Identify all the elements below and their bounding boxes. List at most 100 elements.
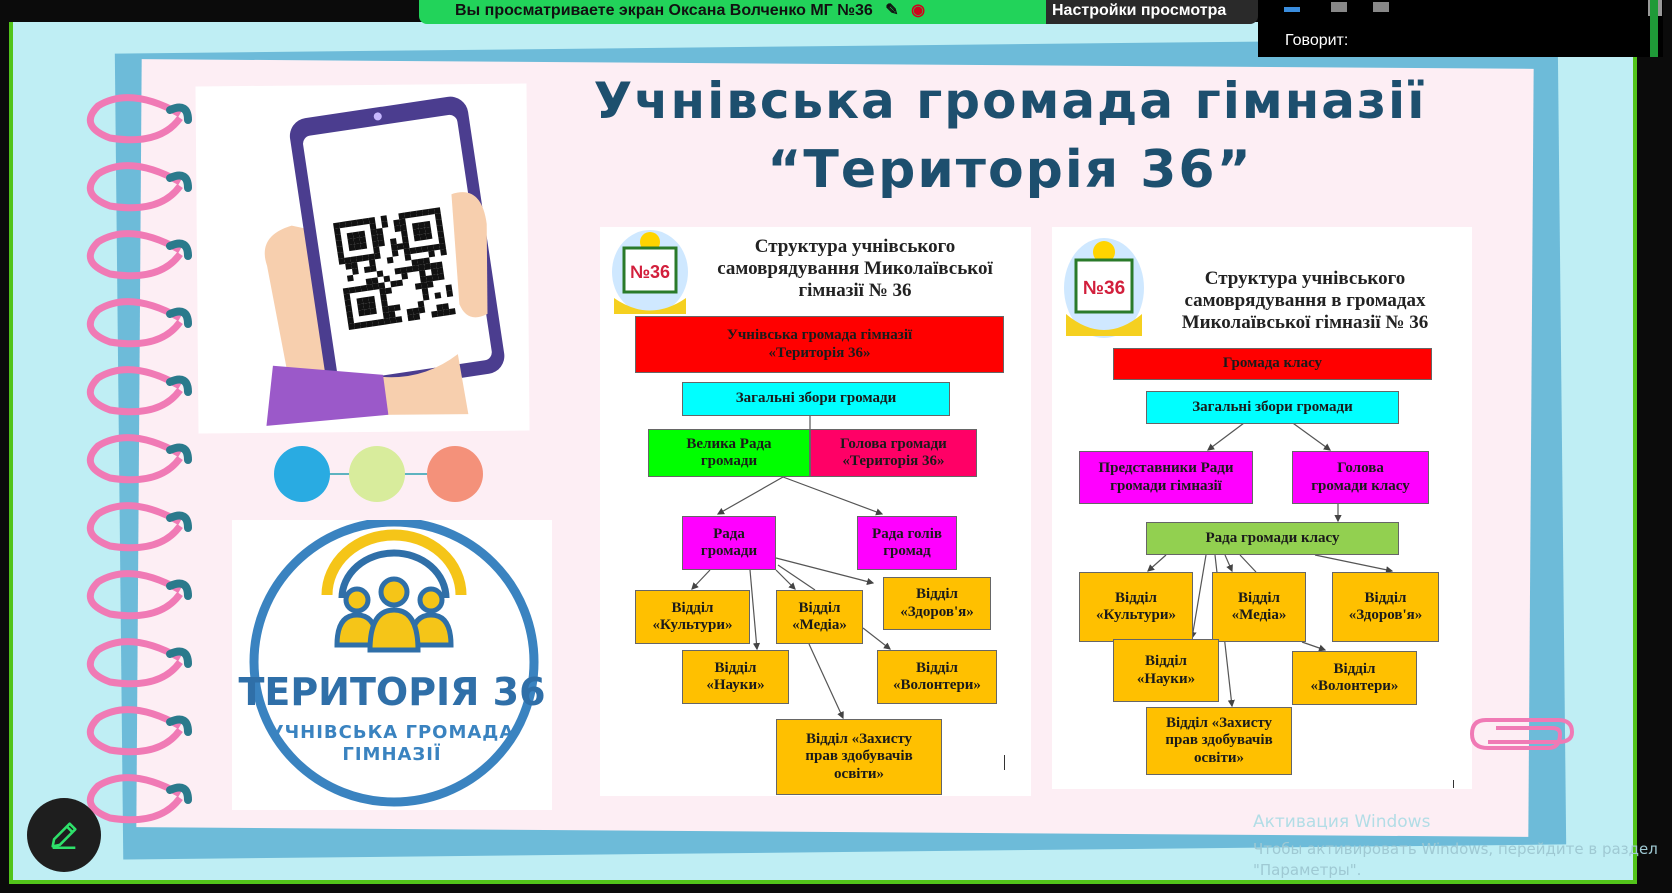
org-connector-arrow [1189,554,1207,640]
view-mode-list-icon[interactable] [1373,2,1389,12]
org-box-dept-science: Відділ «Науки» [1113,639,1219,702]
org-box-dept-culture: Відділ «Культури» [1079,572,1193,642]
chart1-title: Структура учнівського самоврядування Мик… [717,236,993,301]
org-box-general-assembly: Загальні збори громади [1146,391,1399,424]
spiral-ring-hole [166,647,192,668]
territory-logo-emblem [249,517,539,807]
org-connector-arrow [749,569,761,651]
record-icon: ◉ [911,2,926,19]
spiral-ring [86,298,183,348]
annotate-pen-button[interactable] [27,798,101,872]
spiral-ring [86,162,183,212]
hand-phone-qr-illustration [264,96,505,426]
view-mode-speaker-icon[interactable] [1284,7,1300,12]
screen-share-banner: Вы просматриваете экран Оксана Волченко … [419,0,1046,24]
org-box-general-assembly: Загальні збори громади [682,382,950,416]
dot-blue [274,446,330,502]
spiral-ring-hole [166,307,192,328]
svg-text:№36: №36 [1083,278,1125,299]
org-box-council-of-heads: Рада голів громад [857,516,957,570]
org-connector-arrow [777,564,816,591]
spiral-ring [86,502,183,552]
spiral-ring [86,94,183,144]
org-connector-arrow [775,557,875,585]
org-connector-arrow [716,476,784,515]
slide-title-line2: “Територія 36” [767,140,1253,200]
windows-activation-line2: "Параметры". [1253,861,1362,879]
slide-title-line1: Учнівська громада гімназії [593,72,1427,130]
viewing-text: Вы просматриваете экран Оксана Волченко … [455,2,873,19]
spiral-ring [86,434,183,484]
spiral-ring [86,230,183,280]
spiral-ring [86,774,183,824]
org-box-community-head: Голова громади «Територія 36» [810,429,977,477]
paperclip-icon [1469,718,1575,750]
spiral-ring-hole [166,511,192,532]
pen-icon [51,822,77,850]
territory-logo-panel [232,517,552,810]
school-emblem-icon: №36 [612,230,688,314]
org-connector-arrow [1239,554,1257,573]
qr-phone-panel [195,83,530,434]
org-connector-arrow [1147,554,1167,572]
org-box-community-council: Рада громади [682,516,776,570]
org-connector-arrow [1301,641,1327,652]
org-box-dept-media: Відділ «Медіа» [776,590,863,644]
spiral-ring-hole [166,239,192,260]
spiral-ring-hole [166,171,192,192]
svg-text:№36: №36 [630,262,670,282]
text-cursor [1004,755,1005,770]
org-box-dept-volunteers: Відділ «Волонтери» [1292,651,1417,705]
view-settings-label: Настройки просмотра [1052,2,1227,19]
org-connector-arrow [775,569,796,590]
view-mode-gallery-icon[interactable] [1331,2,1347,12]
spiral-ring-hole [166,783,192,804]
org-box-gymnasium-community: Учнівська громада гімназії «Територія 36… [635,316,1004,373]
spiral-ring-hole [166,715,192,736]
view-settings-button[interactable]: Настройки просмотра [1046,0,1258,24]
org-connector-arrow [1224,554,1233,573]
org-box-class-community: Громада класу [1113,348,1432,380]
dot-lime [349,446,405,502]
logo-name: ТЕРИТОРІЯ 36 [238,670,546,714]
org-box-class-council: Рада громади класу [1146,522,1399,555]
org-box-dept-media: Відділ «Медіа» [1212,572,1306,642]
org-box-dept-health: Відділ «Здоров'я» [883,577,991,630]
spiral-ring-hole [166,579,192,600]
dot-salmon [427,446,483,502]
windows-activation-title: Активация Windows [1253,812,1431,832]
org-box-dept-rights-protection: Відділ «Захисту прав здобувачів освіти» [1146,707,1292,775]
spiral-ring [86,638,183,688]
org-box-big-council: Велика Рада громади [648,429,810,477]
spiral-ring [86,570,183,620]
text-cursor [1453,780,1454,788]
spiral-ring-hole [166,443,192,464]
pen-icon: ✎ [885,2,899,19]
org-box-dept-rights-protection: Відділ «Захисту прав здобувачів освіти» [776,719,942,795]
org-box-dept-volunteers: Відділ «Волонтери» [877,650,997,704]
decorative-dots [274,446,483,502]
speaker-panel [1258,0,1663,57]
org-connector-arrow [808,643,844,720]
notebook-spiral [86,94,192,824]
org-connector-arrow [691,569,711,590]
spiral-ring [86,366,183,416]
spiral-ring-hole [166,375,192,396]
window-edge [1650,0,1658,57]
speaking-indicator: Говорит: [1285,32,1349,49]
logo-subtitle-line2: ГІМНАЗІЇ [342,744,442,765]
org-box-class-community-head: Голова громади класу [1292,451,1429,504]
windows-activation-line1: Чтобы активировать Windows, перейдите в … [1253,840,1658,858]
org-connector-arrow [862,627,891,650]
logo-subtitle-line1: УЧНІВСЬКА ГРОМАДА [269,722,515,743]
org-connector-arrow [1314,554,1394,574]
org-box-dept-health: Відділ «Здоров'я» [1332,572,1439,642]
org-box-dept-culture: Відділ «Культури» [635,590,750,644]
spiral-ring [86,706,183,756]
org-box-dept-science: Відділ «Науки» [682,650,789,704]
org-box-gymnasium-council-reps: Представники Ради громади гімназії [1079,451,1253,504]
school-emblem-icon: №36 [1064,238,1144,338]
chart2-title: Структура учнівського самоврядування в г… [1181,268,1429,333]
spiral-ring-hole [166,103,192,124]
